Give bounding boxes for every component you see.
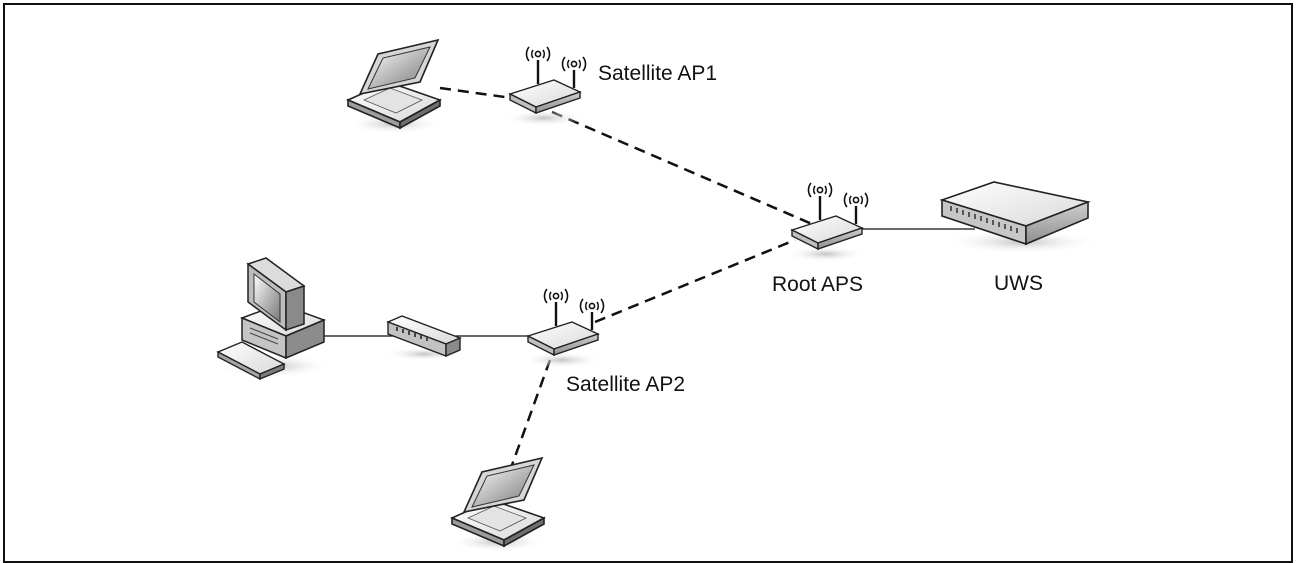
root-aps-label: Root APS [772, 273, 864, 296]
access-point-icon [786, 183, 868, 262]
switch-icon [939, 181, 1100, 254]
link-ap1-root [551, 110, 813, 226]
uws-label: UWS [994, 272, 1043, 295]
links [320, 86, 975, 466]
satellite-ap2-label: Satellite AP2 [566, 373, 686, 396]
link-laptop1-ap1 [439, 86, 513, 100]
access-point-icon [522, 289, 604, 368]
desktop-computer-icon [216, 257, 332, 381]
satellite-ap1-label: Satellite AP1 [598, 62, 718, 85]
hub-icon [384, 315, 464, 361]
access-point-icon [504, 47, 586, 126]
link-ap2-laptop2 [510, 359, 552, 466]
laptop-icon [449, 457, 547, 553]
link-ap2-root [594, 238, 796, 324]
laptop-icon [345, 39, 443, 135]
